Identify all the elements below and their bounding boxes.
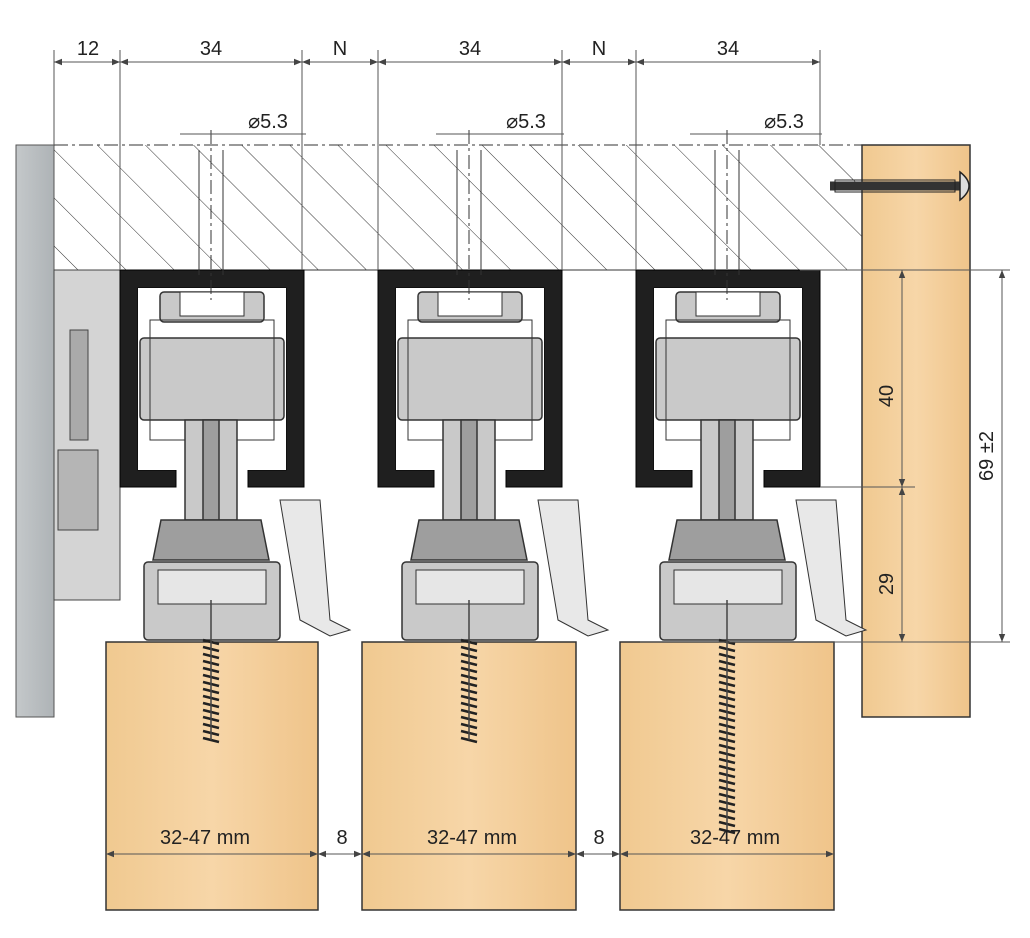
panel-screw-a	[202, 600, 220, 744]
carriage-b	[377, 130, 610, 641]
dim-label-34-a: 34	[200, 38, 222, 60]
dim-label-40: 40	[876, 385, 898, 407]
batten-screw	[830, 170, 970, 202]
dim-label-n-b: N	[592, 38, 606, 60]
right-dimensions: 40 29 69 ±2	[640, 269, 1010, 643]
carriage-c	[635, 130, 868, 641]
hole-callouts: ⌀5.3 ⌀5.3 ⌀5.3	[180, 111, 822, 135]
dim-label-29: 29	[876, 573, 898, 595]
wall	[15, 144, 55, 718]
dim-label-34-c: 34	[717, 38, 739, 60]
bottom-dimensions: 32-47 mm 8 32-47 mm 8 32-47 mm	[106, 827, 834, 858]
hole-label-b: ⌀5.3	[506, 111, 546, 133]
hole-label-c: ⌀5.3	[764, 111, 804, 133]
panel-width-a: 32-47 mm	[160, 827, 250, 849]
hole-label-a: ⌀5.3	[248, 111, 288, 133]
dim-label-12: 12	[77, 38, 99, 60]
carriage-a	[119, 130, 352, 641]
panel-screw-b	[460, 600, 478, 744]
panel-width-b: 32-47 mm	[427, 827, 517, 849]
panel-width-c: 32-47 mm	[690, 827, 780, 849]
dim-label-n-a: N	[333, 38, 347, 60]
dim-label-34-b: 34	[459, 38, 481, 60]
dim-label-69: 69 ±2	[976, 431, 998, 481]
top-dimension-chain: 12 34 N 34 N 34	[53, 38, 821, 270]
panel-screw-c	[718, 600, 736, 835]
door-panel-a	[105, 641, 319, 911]
ceiling-section	[54, 144, 862, 271]
wood-batten	[861, 144, 971, 718]
gap-label-a: 8	[336, 827, 347, 849]
gap-label-b: 8	[593, 827, 604, 849]
panel-screws	[202, 600, 736, 835]
wall-bracket	[53, 269, 121, 601]
